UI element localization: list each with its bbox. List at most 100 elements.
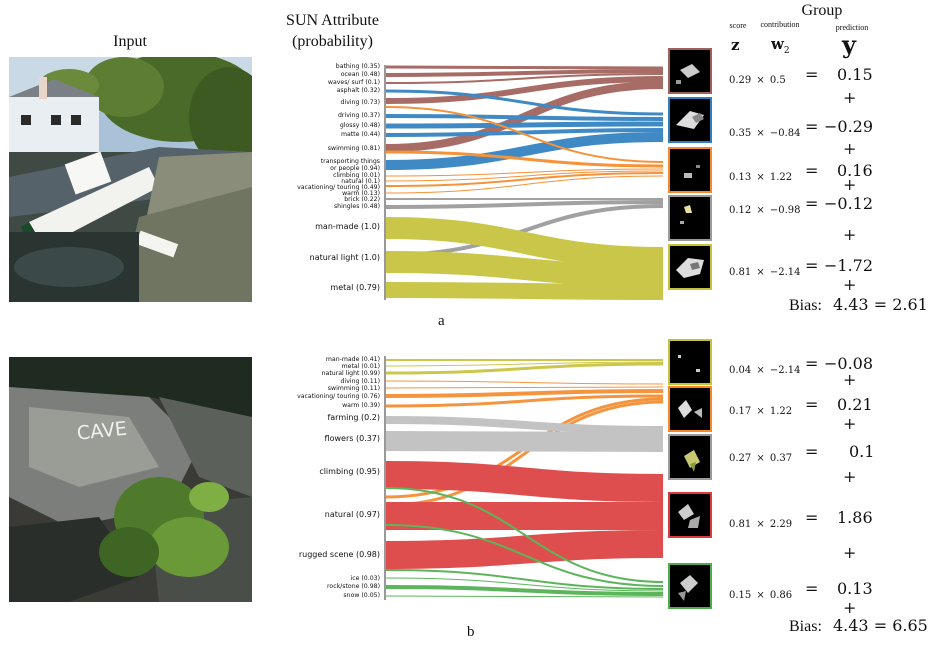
eq-a2-equals: = [805, 117, 819, 136]
group-thumbnail-a4 [668, 195, 712, 241]
group-header: Group [801, 2, 843, 19]
eq-b4-w: 2.29 [769, 519, 793, 530]
eq-a-row4: 0.12 × −0.98 [729, 198, 801, 217]
eq-a5-y: −1.72 [824, 256, 874, 275]
flow-b-rugged [385, 530, 664, 569]
prediction-header: prediction [835, 23, 869, 32]
cave-graffiti-text: CAVE [76, 418, 128, 445]
eq-b5-z: 0.15 [729, 590, 752, 601]
eq-a1-z: 0.29 [729, 75, 752, 86]
attr-a-brick: brick (0.22) [344, 196, 380, 203]
group-thumbnail-b3 [668, 434, 712, 480]
eq-b5-y: 0.13 [837, 579, 873, 598]
flow-a-diving-brown [385, 76, 664, 104]
attr-b-natural: natural (0.97) [324, 510, 380, 519]
eq-a3-w: 1.22 [769, 172, 793, 183]
eq-a2-z: 0.35 [729, 128, 752, 139]
attr-a-man-made: man-made (1.0) [315, 222, 380, 231]
eq-b2-y: 0.21 [837, 395, 873, 414]
flow-a-glossy [385, 121, 664, 129]
eq-a1-equals: = [805, 65, 819, 84]
group-thumbnail-a3 [668, 147, 712, 193]
flow-b-farming [385, 416, 664, 434]
eq-b4-z: 0.81 [729, 519, 752, 530]
eq-b1-w: −2.14 [769, 365, 801, 376]
sun-attribute-header: SUN Attribute (probability) [265, 10, 400, 52]
flow-a-driving [385, 114, 664, 121]
y-symbol: y [842, 30, 856, 59]
flow-b-vacationing [385, 389, 664, 398]
flow-a-diving-orange [385, 106, 664, 163]
eq-b-row4: 0.81 × 2.29 [729, 512, 792, 531]
eq-a1-w: 0.5 [769, 75, 786, 86]
bias-a-label: Bias: [789, 297, 822, 314]
attr-b-diving: diving (0.11) [340, 378, 380, 385]
attr-a-transporting-2: or people (0.94) [330, 165, 380, 172]
eq-b4-times: × [756, 519, 765, 530]
eq-b-row3: 0.27 × 0.37 [729, 446, 792, 465]
eq-a5-equals: = [805, 256, 819, 275]
caption-a: a [438, 313, 445, 329]
eq-b2-w: 1.22 [769, 406, 793, 417]
eq-b4-equals: = [805, 508, 819, 527]
flow-b-climbing [385, 461, 664, 502]
group-thumbnail-a5 [668, 244, 712, 290]
eq-b2-equals: = [805, 395, 819, 414]
attr-b-natural-light: natural light (0.99) [321, 370, 380, 377]
bias-b-value: 4.43 = 6.65 [832, 616, 928, 635]
attr-b-man-made: man-made (0.41) [325, 356, 380, 363]
eq-a5-w: −2.14 [769, 267, 801, 278]
eq-b3-z: 0.27 [729, 453, 752, 464]
attr-b-rock: rock/stone (0.98) [327, 583, 380, 590]
group-thumbnail-b5 [668, 563, 712, 609]
flow-a-bathing [385, 65, 664, 70]
eq-b1-times: × [756, 365, 765, 376]
plus-a3: + [843, 175, 857, 194]
bias-a: Bias: 4.43 = 2.61 [789, 295, 928, 315]
eq-a4-equals: = [805, 194, 819, 213]
flow-b-natural-green [385, 524, 664, 587]
eq-b2-z: 0.17 [729, 406, 752, 417]
eq-b3-y: 0.1 [849, 442, 875, 461]
bias-a-value: 4.43 = 2.61 [832, 295, 928, 314]
contribution-header: contribution [760, 20, 800, 29]
flow-b-natural-orange [385, 400, 664, 507]
flow-a-transporting [385, 132, 664, 170]
flow-a-shingles [385, 200, 664, 209]
eq-a1-y: 0.15 [837, 65, 873, 84]
eq-a3-equals: = [805, 161, 819, 180]
flow-b-snow [385, 595, 664, 598]
plus-a2: + [843, 139, 857, 158]
attr-b-vacationing: vacationing/ touring (0.76) [297, 393, 380, 400]
flow-b-diving [385, 380, 664, 385]
attr-b-swimming: swimming (0.11) [327, 385, 380, 392]
w2-letter: w [771, 35, 784, 53]
eq-a-row1: 0.29 × 0.5 [729, 68, 786, 87]
eq-b1-y: −0.08 [824, 354, 874, 373]
eq-a2-y: −0.29 [824, 117, 874, 136]
eq-a4-z: 0.12 [729, 205, 752, 216]
flow-b-rugged-green [385, 569, 664, 590]
flow-a-ocean [385, 69, 664, 77]
flow-b-flowers [385, 431, 664, 452]
attr-a-metal: metal (0.79) [330, 283, 380, 292]
attr-a-driving: driving (0.37) [338, 112, 380, 119]
bias-b-label: Bias: [789, 618, 822, 635]
eq-b3-equals: = [805, 442, 819, 461]
attr-a-transporting-1: transporting things [320, 158, 380, 165]
eq-b-row5: 0.15 × 0.86 [729, 583, 792, 602]
attr-a-ocean: ocean (0.48) [340, 71, 380, 78]
flow-b-rock [385, 585, 664, 596]
attr-a-glossy: glossy (0.48) [339, 122, 380, 129]
plus-a4: + [843, 225, 857, 244]
eq-b2-times: × [756, 406, 765, 417]
eq-a4-y: −0.12 [824, 194, 874, 213]
eq-a4-w: −0.98 [769, 205, 801, 216]
eq-b-row1: 0.04 × −2.14 [729, 358, 801, 377]
input-image-boat [9, 52, 269, 302]
eq-a4-times: × [756, 205, 765, 216]
attr-a-natural-light: natural light (1.0) [309, 253, 380, 262]
eq-a-row5: 0.81 × −2.14 [729, 260, 801, 279]
eq-b4-y: 1.86 [837, 508, 873, 527]
plus-b5: + [843, 598, 857, 617]
